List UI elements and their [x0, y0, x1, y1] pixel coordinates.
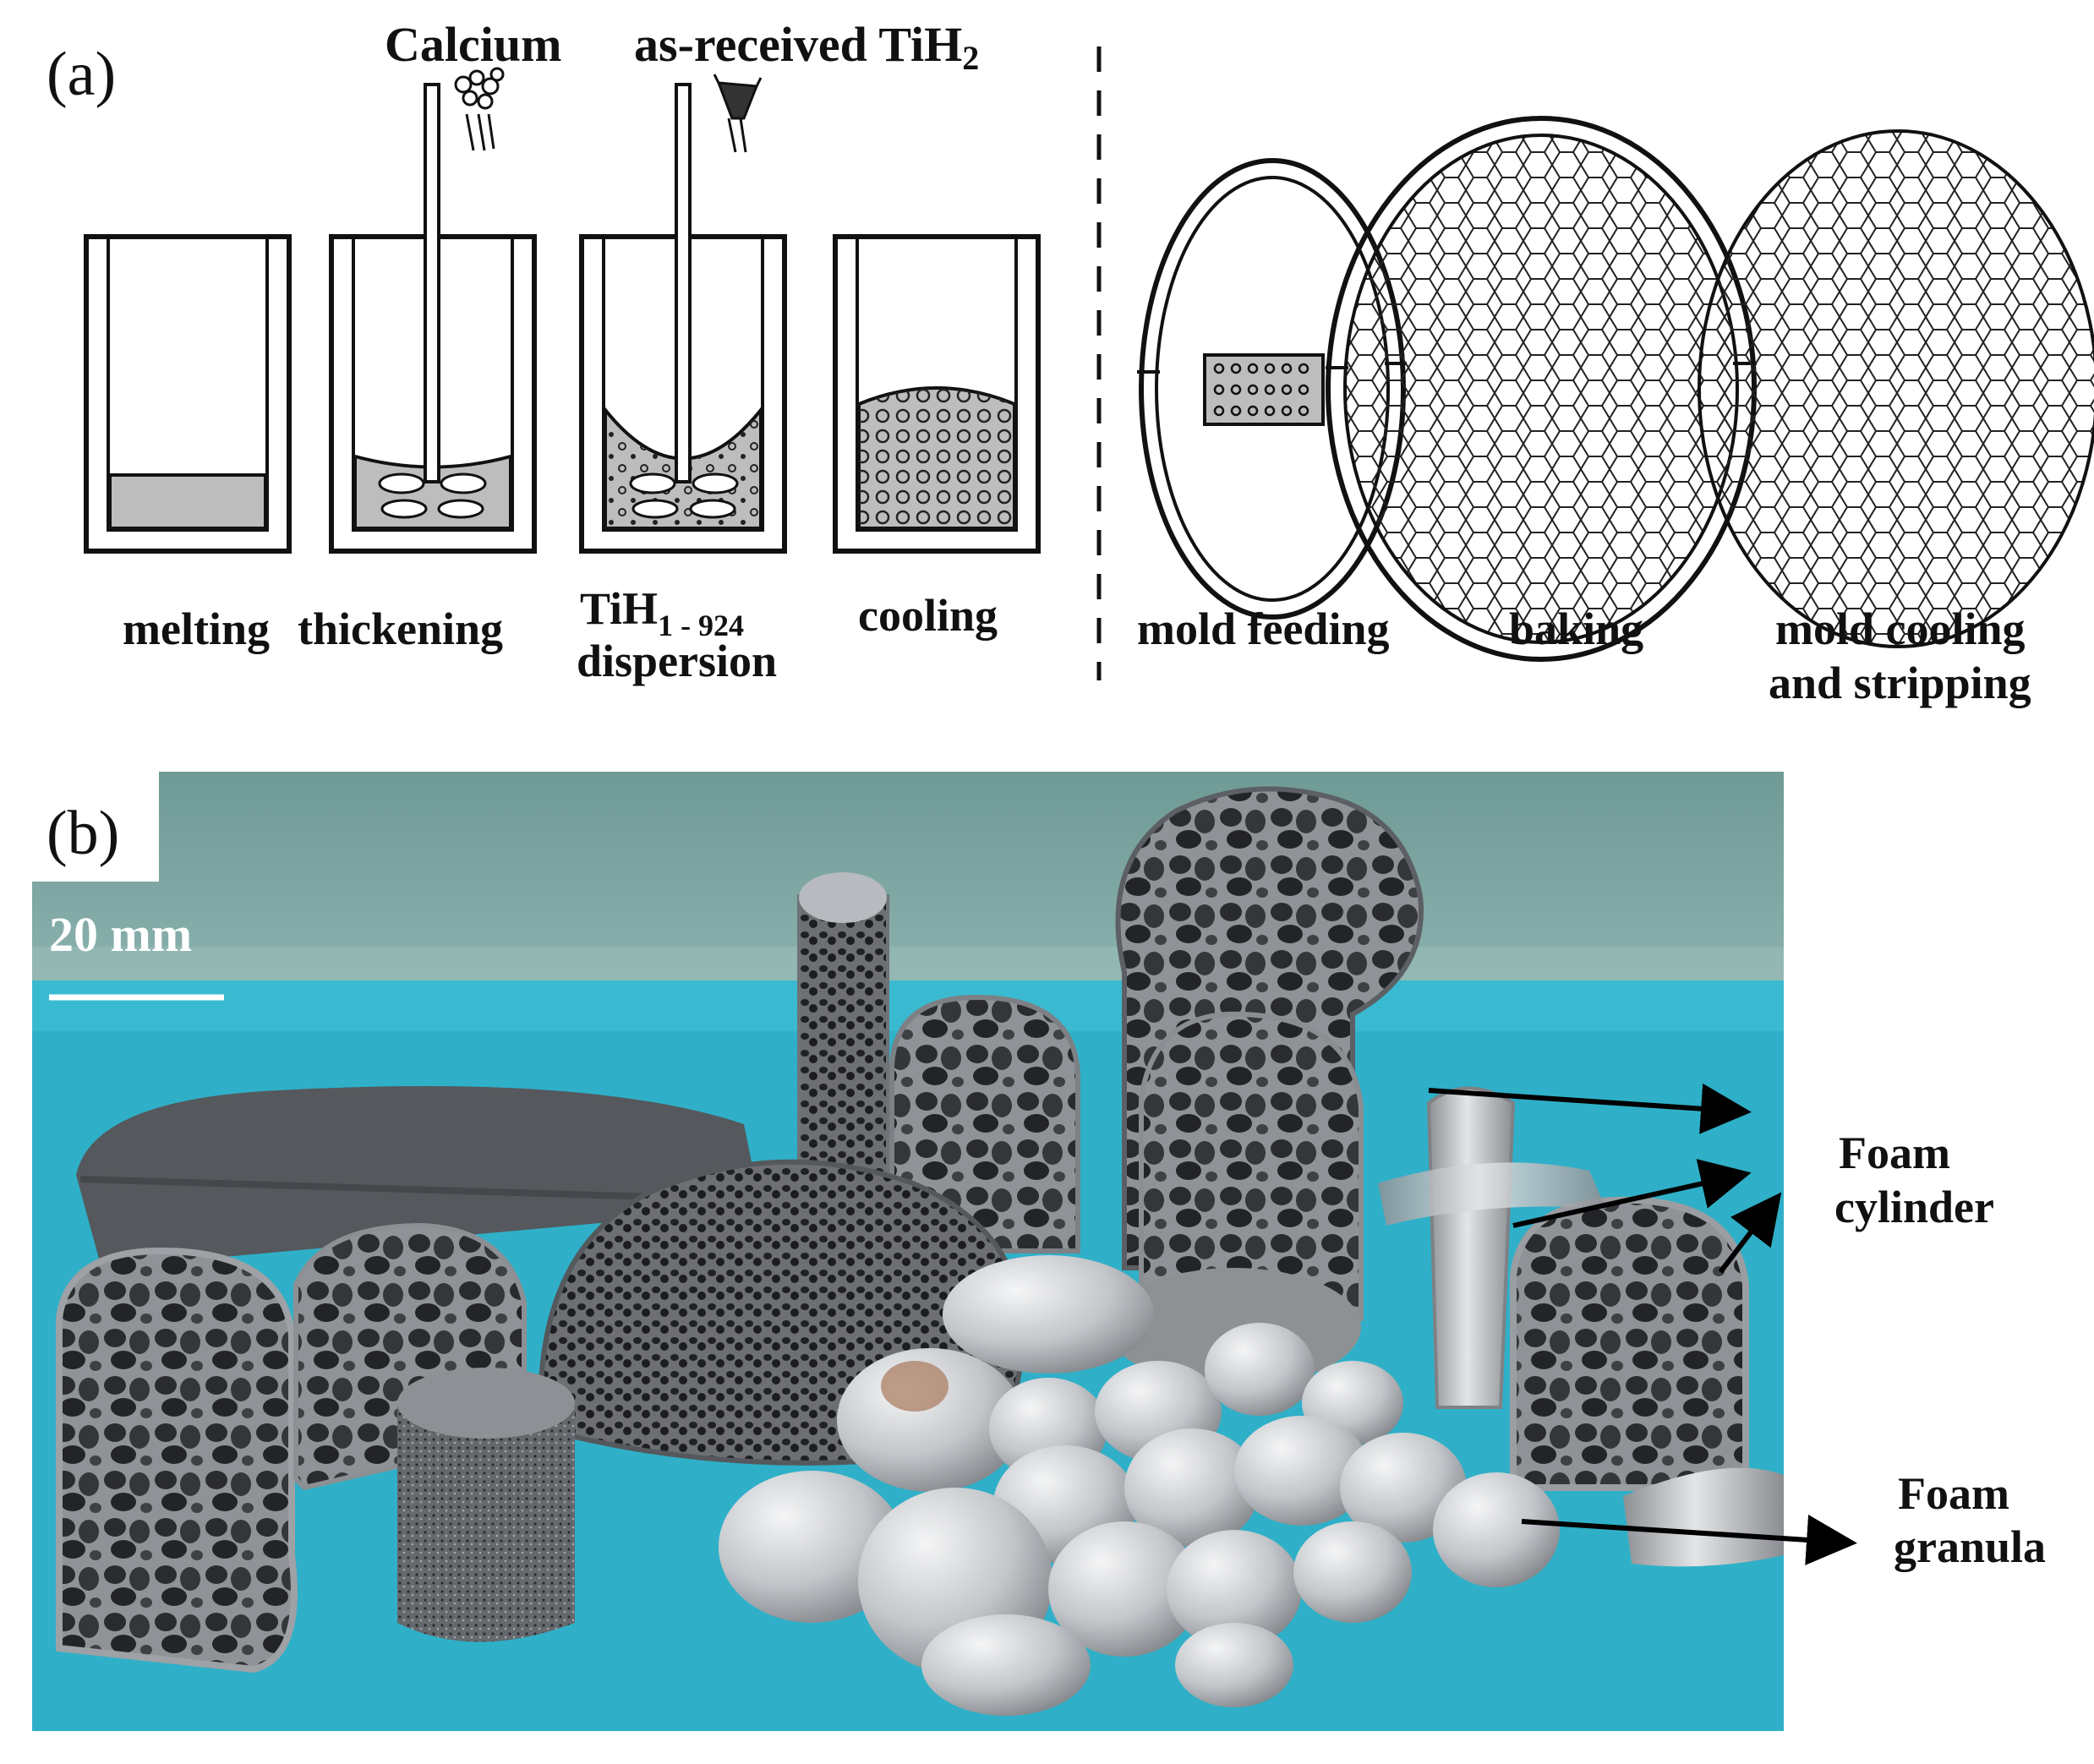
funnel-icon — [713, 74, 763, 153]
arrows-foam-cylinder — [1428, 1083, 1782, 1274]
container-melting — [84, 234, 292, 554]
foam-granula-label: Foam granula — [1894, 1468, 2046, 1572]
tih2-label: as-received TiH2 — [634, 17, 979, 77]
scale-bar-label: 20 mm — [49, 907, 192, 962]
svg-text:Calcium: Calcium — [385, 17, 561, 72]
step-label-baking: baking — [1509, 603, 1643, 654]
step-label-melting: melting — [123, 603, 270, 654]
svg-text:Foam: Foam — [1839, 1128, 1950, 1178]
svg-text:dispersion: dispersion — [577, 636, 777, 686]
panel-a-label: (a) — [46, 40, 116, 109]
stripped-foam — [1698, 129, 2094, 648]
step-label-thickening: thickening — [298, 603, 503, 654]
panel-b-label: (b) — [46, 799, 119, 868]
calcium-label: Calcium — [385, 17, 561, 72]
svg-text:granula: granula — [1894, 1521, 2046, 1572]
calcium-granules-icon — [454, 67, 505, 151]
step-label-cooling: cooling — [858, 590, 998, 641]
svg-text:and stripping: and stripping — [1769, 658, 2031, 708]
container-thickening — [329, 83, 537, 554]
step-label-mold-cooling: mold cooling and stripping — [1769, 603, 2031, 708]
photo-foam-samples — [32, 772, 1784, 1731]
svg-text:as-received TiH2: as-received TiH2 — [634, 17, 979, 77]
svg-text:cylinder: cylinder — [1834, 1182, 1994, 1232]
mold-baking — [1326, 116, 1757, 662]
svg-text:TiH1 - 924: TiH1 - 924 — [580, 583, 744, 642]
panel-b-label-box — [32, 772, 159, 882]
container-dispersion — [579, 83, 787, 554]
step-label-mold-feeding: mold feeding — [1137, 603, 1390, 654]
container-cooling — [833, 234, 1041, 554]
svg-text:Foam: Foam — [1898, 1468, 2009, 1519]
svg-text:mold cooling: mold cooling — [1775, 603, 2026, 654]
mold-feeding — [1137, 158, 1407, 620]
foam-granules — [719, 1255, 1560, 1716]
step-label-dispersion: TiH1 - 924 dispersion — [577, 583, 777, 686]
foam-cylinder-label: Foam cylinder — [1834, 1128, 1994, 1232]
arrow-foam-granula — [1521, 1514, 1857, 1565]
